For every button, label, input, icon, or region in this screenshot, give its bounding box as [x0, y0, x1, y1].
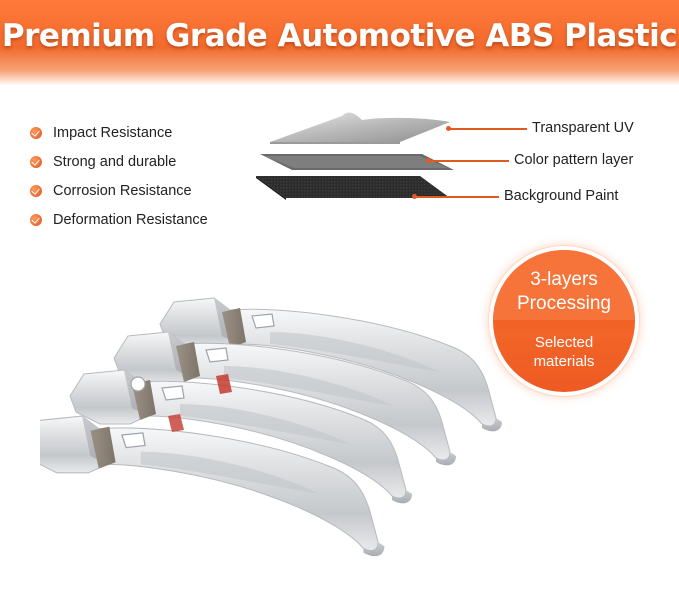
layer-label: Background Paint [504, 188, 619, 204]
badge-title: 3-layers Processing [493, 268, 635, 316]
layer-stack-image [256, 112, 454, 200]
leader-dot [426, 158, 431, 163]
feature-label: Deformation Resistance [53, 211, 208, 228]
feature-item: Deformation Resistance [30, 205, 208, 234]
badge-disc: 3-layers Processing Selected materials [493, 250, 635, 392]
feature-label: Strong and durable [53, 153, 177, 170]
feature-list: Impact Resistance Strong and durable Cor… [30, 118, 208, 234]
check-circle-icon [30, 126, 42, 139]
badge-subtitle-line: Selected [534, 334, 594, 351]
leader-dot [446, 126, 451, 131]
layer-label: Color pattern layer [514, 152, 634, 168]
header-banner: Premium Grade Automotive ABS Plastic [0, 0, 679, 86]
feature-label: Corrosion Resistance [53, 182, 192, 199]
leader-line [449, 128, 527, 130]
check-circle-icon [30, 184, 42, 197]
badge-title-line: 3-layers [530, 269, 598, 290]
feature-label: Impact Resistance [53, 124, 173, 141]
badge-top-band [493, 250, 635, 320]
banner-title: Premium Grade Automotive ABS Plastic [1, 18, 678, 54]
door-handle-covers-image [24, 288, 510, 611]
processing-badge: 3-layers Processing Selected materials [489, 246, 639, 396]
layer-label: Transparent UV [532, 120, 634, 136]
check-circle-icon [30, 155, 42, 168]
feature-item: Corrosion Resistance [30, 176, 208, 205]
badge-subtitle: Selected materials [493, 333, 635, 371]
leader-line [429, 160, 509, 162]
feature-item: Strong and durable [30, 147, 208, 176]
badge-subtitle-line: materials [533, 353, 595, 370]
feature-item: Impact Resistance [30, 118, 208, 147]
check-circle-icon [30, 213, 42, 226]
badge-title-line: Processing [517, 293, 611, 314]
leader-dot [412, 194, 417, 199]
leader-line [415, 196, 499, 198]
